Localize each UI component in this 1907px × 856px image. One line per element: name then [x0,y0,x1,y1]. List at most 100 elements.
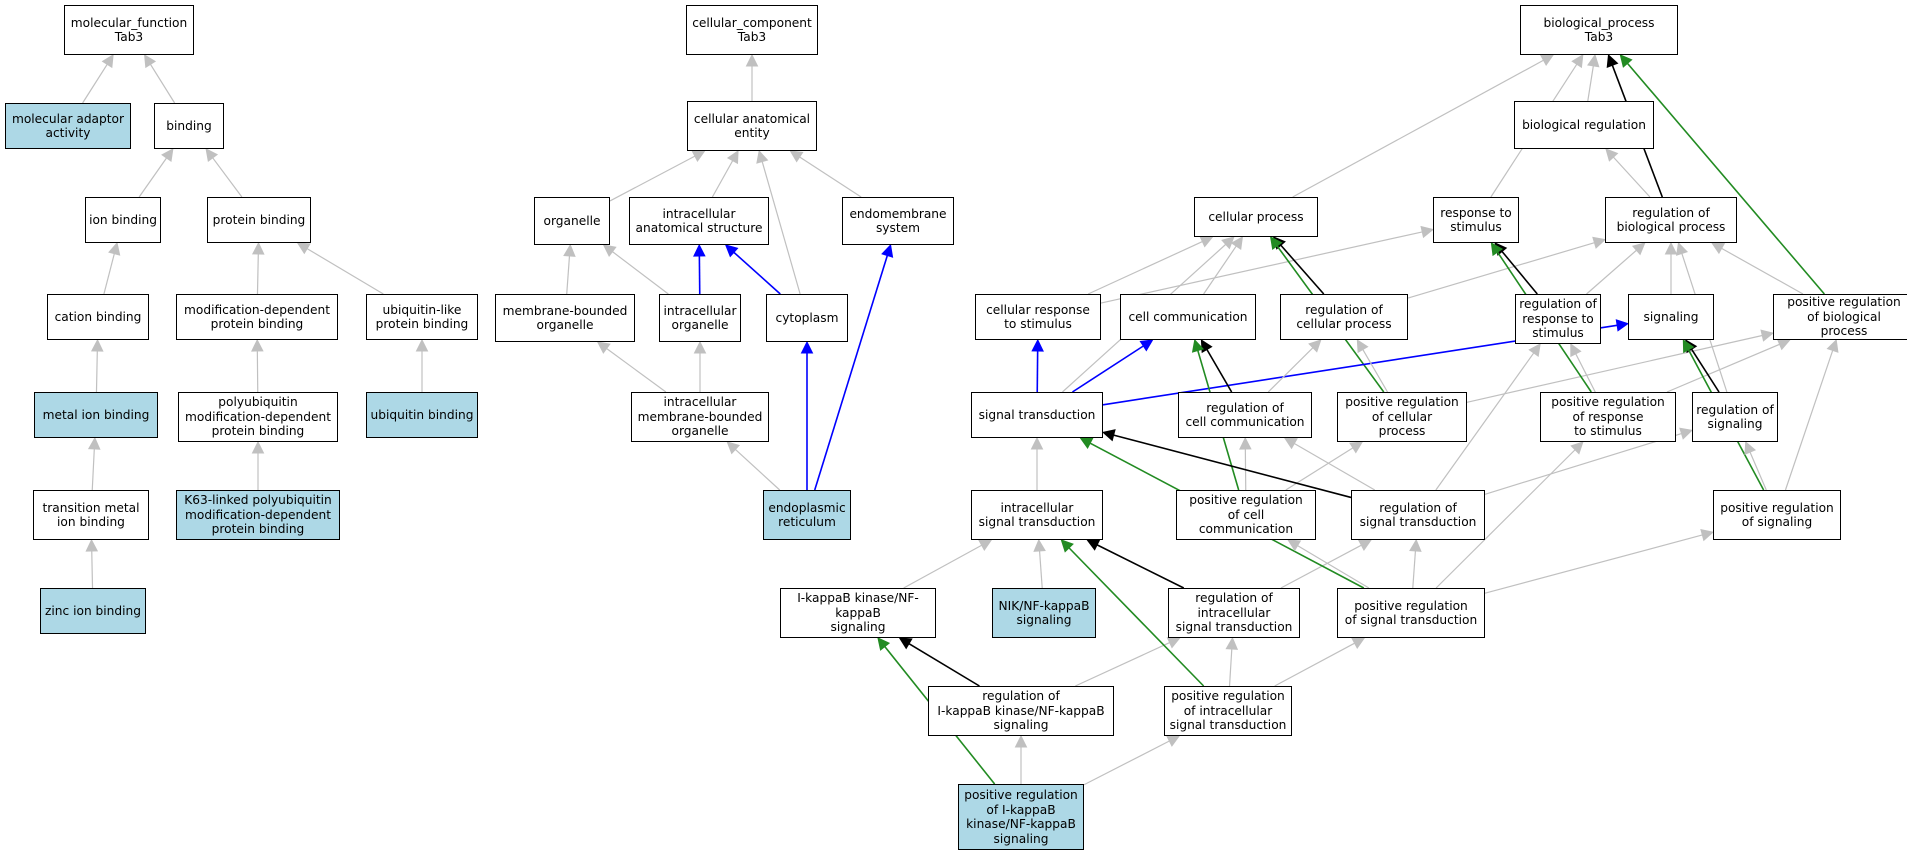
arrowhead-sig_trans-to-cell_resp [1031,338,1044,352]
edge-ion_binding-to-binding [138,157,168,198]
arrowhead-cell_proc-to-bp [1540,54,1555,67]
arrowhead-pos_reg_resp-to-resp_stim [1490,242,1504,257]
arrowhead-ub_binding-to-ubl_binding [415,338,429,352]
go-term-node-reg-resp: regulation of response to stimulus [1515,294,1601,344]
arrowhead-cell_comm-to-cell_proc [1230,236,1244,251]
edge-reg_ikk-to-ikk [908,642,980,687]
go-term-node-pos-reg-cc: positive regulation of cell communicatio… [1176,490,1316,540]
edge-zinc-to-trans_metal [91,550,94,589]
edge-reg_cc-to-cell_comm [1206,349,1233,393]
go-term-node-pos-reg-resp: positive regulation of response to stimu… [1540,392,1676,442]
arrowhead-intra_org-to-ias [693,243,706,257]
arrowhead-pos_reg_st-to-sig_trans [1079,437,1094,449]
edge-cell_resp-to-cell_proc [1087,241,1203,295]
edge-reg_ist-to-reg_st [1280,544,1362,589]
arrowhead-pos_reg_bp-to-bp [1619,54,1633,68]
arrowhead-pos_reg_st-to-reg_st [1409,538,1422,552]
arrowhead-reg_cc-to-reg_cp [1308,339,1322,353]
edge-mod_dep-to-protein_binding [256,253,259,295]
edge-trans_metal-to-metal_ion [91,448,95,491]
arrowhead-ikk-to-ist [978,539,993,552]
arrowhead-reg_st-to-sig_trans [1101,429,1116,442]
edge-er-to-endomembrane [813,255,889,491]
edge-cell_resp-to-resp_stim [1100,231,1423,304]
go-term-node-binding: binding [154,103,224,149]
go-term-node-mod-dep: modification-dependent protein binding [176,294,338,340]
go-term-node-endomembrane: endomembrane system [842,197,954,245]
arrowhead-reg_ist-to-reg_st [1357,539,1373,551]
edge-pos_reg_resp-to-reg_resp [1575,353,1596,393]
go-term-node-er: endoplasmic reticulum [763,490,851,540]
arrowhead-pos_reg_cp-to-cell_proc [1269,236,1283,251]
go-term-node-metal-ion: metal ion binding [34,392,158,438]
go-term-node-cytoplasm: cytoplasm [766,294,848,342]
edge-reg_resp-to-reg_bp [1586,249,1637,295]
arrowhead-cae-to-cc [745,53,759,67]
arrowhead-signaling-to-reg_bp [1664,241,1678,255]
edge-imbo-to-mbo [606,348,667,393]
edge-cell_proc-to-bp [1292,59,1544,198]
go-term-node-sig-trans: signal transduction [971,392,1103,438]
edge-bio_reg-to-bp [1587,65,1594,102]
edge-pos_reg_st-to-pos_reg_resp [1435,449,1576,589]
arrowhead-cell_resp-to-resp_stim [1420,225,1435,239]
go-term-node-cation-binding: cation binding [47,294,149,340]
go-term-node-reg-ist: regulation of intracellular signal trans… [1168,588,1300,638]
arrowhead-sig_trans-to-signaling [1615,319,1630,332]
edge-pos_reg_ikk-to-pos_reg_ist [1083,740,1170,786]
go-term-node-mbo: membrane-bounded organelle [495,294,635,342]
arrowhead-er-to-endomembrane [881,243,894,258]
arrowhead-pos_reg_resp-to-pos_reg_bp [1776,338,1791,351]
arrowhead-intra_org-to-organelle [602,244,617,257]
go-term-node-cell-comm: cell communication [1120,294,1256,340]
edge-reg_st-to-sig_trans [1113,434,1352,499]
edge-ikk-to-ist [903,544,982,589]
go-term-node-bp: biological_process Tab3 [1520,5,1678,55]
edge-ias-to-cae [711,160,734,198]
edge-cytoplasm-to-ias [733,251,781,295]
arrowhead-reg_ikk-to-ikk [898,637,913,650]
arrowhead-pos_reg_st-to-pos_reg_resp [1570,441,1584,455]
edge-reg_st-to-reg_sig [1484,432,1682,495]
edge-pos_reg_st-to-pos_reg_sig [1484,534,1703,594]
edge-mol_adaptor-to-mf [82,63,108,104]
arrowhead-pos_reg_cp-to-pos_reg_bp [1760,329,1775,342]
edge-ubl_binding-to-protein_binding [306,248,384,295]
arrowhead-binding-to-mf [144,54,157,69]
edge-reg_cp-to-reg_bp [1407,242,1595,299]
arrowhead-ias-to-cae [726,150,739,165]
arrowhead-pos_reg_ikk-to-reg_ikk [1014,734,1028,748]
go-term-node-zinc: zinc ion binding [40,588,146,634]
go-term-node-intra-org: intracellular organelle [659,294,741,342]
edge-reg_resp-to-resp_stim [1501,250,1538,295]
arrowhead-pos_reg_ikk-to-pos_reg_ist [1166,735,1181,747]
edge-reg_st-to-reg_cc [1294,442,1376,491]
arrowhead-trans_metal-to-metal_ion [87,436,101,450]
go-term-node-k63: K63-linked polyubiquitin modification-de… [176,490,340,540]
arrowhead-pos_reg_ist-to-ist [1060,539,1074,553]
go-term-node-cell-proc: cellular process [1194,197,1318,237]
edge-reg_st-to-reg_resp [1435,352,1535,491]
go-term-node-ion-binding: ion binding [85,197,161,243]
arrowhead-reg_sig-to-reg_bp [1676,241,1689,256]
edge-protein_binding-to-binding [212,157,243,198]
arrowhead-pos_reg_cc-to-pos_reg_cp [1349,441,1364,454]
go-term-node-trans-metal: transition metal ion binding [33,490,149,540]
arrowhead-cell_resp-to-cell_proc [1199,236,1214,248]
arrowhead-cation_binding-to-ion_binding [108,241,121,256]
edge-cell_comm-to-cell_proc [1203,245,1237,295]
edge-organelle-to-cae [609,155,696,202]
edge-cation_binding-to-ion_binding [103,253,115,295]
edge-pos_reg_st-to-reg_st [1412,550,1417,589]
arrowhead-ubl_binding-to-protein_binding [296,242,311,255]
go-term-node-pos-reg-sig: positive regulation of signaling [1713,490,1841,540]
edge-sig_trans-to-cell_comm [1072,345,1144,393]
arrowhead-pos_reg_cc-to-reg_cc [1239,436,1252,450]
arrowhead-resp_stim-to-bp [1571,54,1584,69]
edge-reg_bp-to-bio_reg [1612,156,1651,198]
edge-pos_reg_sig-to-pos_reg_bp [1784,350,1834,491]
arrowhead-reg_bp-to-bp [1606,53,1619,68]
arrowhead-pos_reg_resp-to-reg_resp [1570,343,1582,358]
arrowhead-endomembrane-to-cae [789,150,804,163]
